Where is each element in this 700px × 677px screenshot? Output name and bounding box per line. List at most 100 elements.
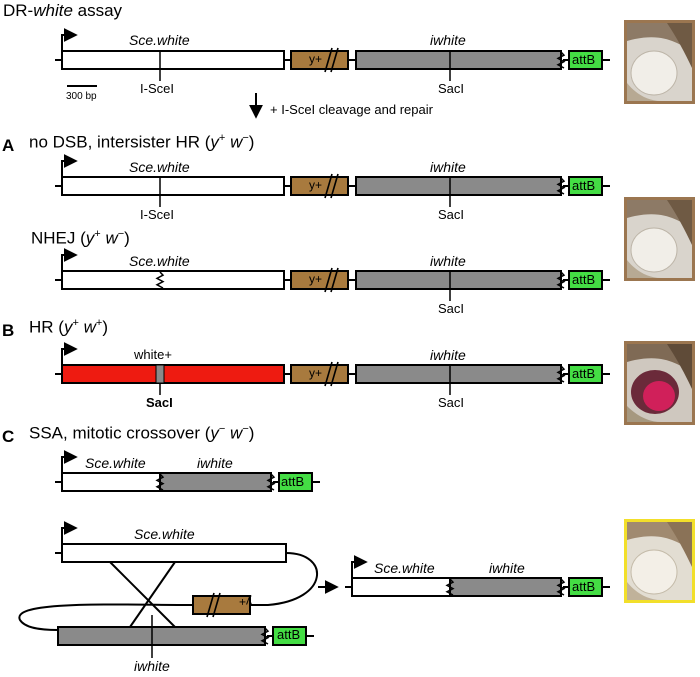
break-slashes: [330, 361, 339, 387]
top-site2-label: SacI: [438, 81, 465, 96]
fly-photo-white-eye: [624, 20, 695, 104]
section-c-letter: C: [2, 427, 15, 446]
nhej-site2-label: SacI: [438, 301, 465, 316]
figure-title: DR-white assay: [3, 2, 122, 19]
section-a-letter: A: [2, 136, 15, 155]
promoter-arrow: [351, 555, 368, 578]
pheno-plus: +: [72, 317, 79, 329]
top-site1-label: I-SceI: [140, 81, 174, 96]
fly-photo-white-eye: [624, 197, 695, 281]
a-yplus-label: y+: [309, 178, 323, 192]
section-b-heading: HR (y+ w+): [29, 318, 108, 336]
result-attb-label: attB: [572, 579, 596, 594]
pheno-w: w: [105, 228, 118, 248]
section-c-heading-text: SSA, mitotic crossover (: [29, 423, 211, 443]
a-gene1-label: Sce.white: [129, 159, 190, 175]
fly-photo-white-eye: [624, 519, 695, 603]
top-gene1-label: Sce.white: [129, 32, 190, 48]
pheno-minus: −: [218, 423, 226, 435]
pheno-y: y: [85, 228, 95, 248]
iwhite-gene-box: [355, 176, 562, 196]
fusion-junction: [155, 473, 165, 491]
break-slashes: [330, 173, 339, 199]
result-gene2-label: iwhite: [489, 560, 525, 576]
a-attb-label: attB: [572, 178, 596, 193]
sacI-patch: [155, 364, 165, 384]
pheno-close: ): [248, 132, 255, 152]
section-a-heading-text: no DSB, intersister HR (: [29, 132, 211, 152]
pheno-plus: +: [95, 317, 103, 329]
break-slashes: [212, 592, 221, 618]
result-gene1-label: Sce.white: [374, 560, 435, 576]
top-gene2-label: iwhite: [430, 32, 466, 48]
break-slashes: [330, 47, 339, 73]
cleavage-step-label: + I-SceI cleavage and repair: [270, 102, 433, 117]
loop-attb-label: attB: [277, 627, 301, 642]
b-gene1-label: white+: [134, 347, 172, 362]
promoter-arrow: [61, 248, 78, 271]
loop-backbone: [250, 552, 319, 606]
pheno-close: ): [248, 423, 255, 443]
pheno-y: y: [210, 132, 219, 152]
pheno-w: w: [230, 423, 243, 443]
sce-white-gene-box: [61, 176, 285, 196]
crossover-line: [109, 561, 176, 628]
truncation-edge: [556, 271, 566, 289]
loop-gene1-label: Sce.white: [134, 526, 195, 542]
top-yplus-label: y+: [309, 52, 323, 66]
crossover-line: [129, 561, 176, 628]
b-site2-label: SacI: [438, 395, 465, 410]
iwhite-gene-box: [355, 364, 562, 384]
section-a-heading: no DSB, intersister HR (y+ w−): [29, 133, 254, 151]
scale-bar-label: 300 bp: [66, 91, 97, 102]
top-attb-label: attB: [572, 52, 596, 67]
nhej-gene1-label: Sce.white: [129, 253, 190, 269]
loop-yplus-label: y+: [239, 595, 253, 609]
title-suffix: assay: [72, 1, 123, 20]
a-gene2-label: iwhite: [430, 159, 466, 175]
b-attb-label: attB: [572, 366, 596, 381]
section-b-letter: B: [2, 321, 15, 340]
section-c-heading: SSA, mitotic crossover (y− w−): [29, 424, 254, 442]
nhej-heading: NHEJ (y+ w−): [31, 229, 130, 247]
truncation-edge: [556, 578, 566, 596]
pheno-w: w: [230, 132, 243, 152]
nhej-attb-label: attB: [572, 272, 596, 287]
iwhite-gene-box: [57, 626, 266, 646]
sce-white-gene-box: [61, 270, 285, 290]
pheno-close: ): [124, 228, 130, 248]
c-gene2-label: iwhite: [197, 455, 233, 471]
break-slashes: [324, 361, 333, 387]
c-gene1-label: Sce.white: [85, 455, 146, 471]
pheno-plus: +: [218, 132, 226, 144]
promoter-arrow: [61, 154, 78, 177]
sce-white-gene-box: [61, 50, 285, 70]
pheno-minus: −: [242, 423, 249, 435]
title-italic: white: [33, 1, 73, 20]
loop-gene2-label: iwhite: [134, 658, 170, 674]
sce-white-gene-box: [351, 577, 451, 597]
promoter-arrow: [61, 450, 78, 473]
pheno-y: y: [210, 423, 219, 443]
promoter-arrow: [61, 28, 78, 51]
pheno-minus: −: [117, 228, 125, 240]
nhej-heading-text: NHEJ (: [31, 228, 86, 248]
truncation-edge: [556, 365, 566, 383]
c-attb-label: attB: [281, 474, 305, 489]
fly-photo-red-eye: [624, 341, 695, 425]
title-prefix: DR-: [3, 1, 34, 20]
break-slashes: [330, 267, 339, 293]
break-slashes: [324, 173, 333, 199]
truncation-edge: [556, 177, 566, 195]
b-site1-label: SacI: [146, 395, 173, 410]
break-slashes: [206, 592, 215, 618]
iwhite-gene-box: [355, 270, 562, 290]
loop-backbone: [18, 603, 194, 631]
promoter-arrow: [61, 342, 78, 365]
pheno-plus: +: [94, 228, 101, 240]
nhej-yplus-label: y+: [309, 272, 323, 286]
break-slashes: [324, 267, 333, 293]
a-site2-label: SacI: [438, 207, 465, 222]
pheno-minus: −: [242, 132, 249, 144]
